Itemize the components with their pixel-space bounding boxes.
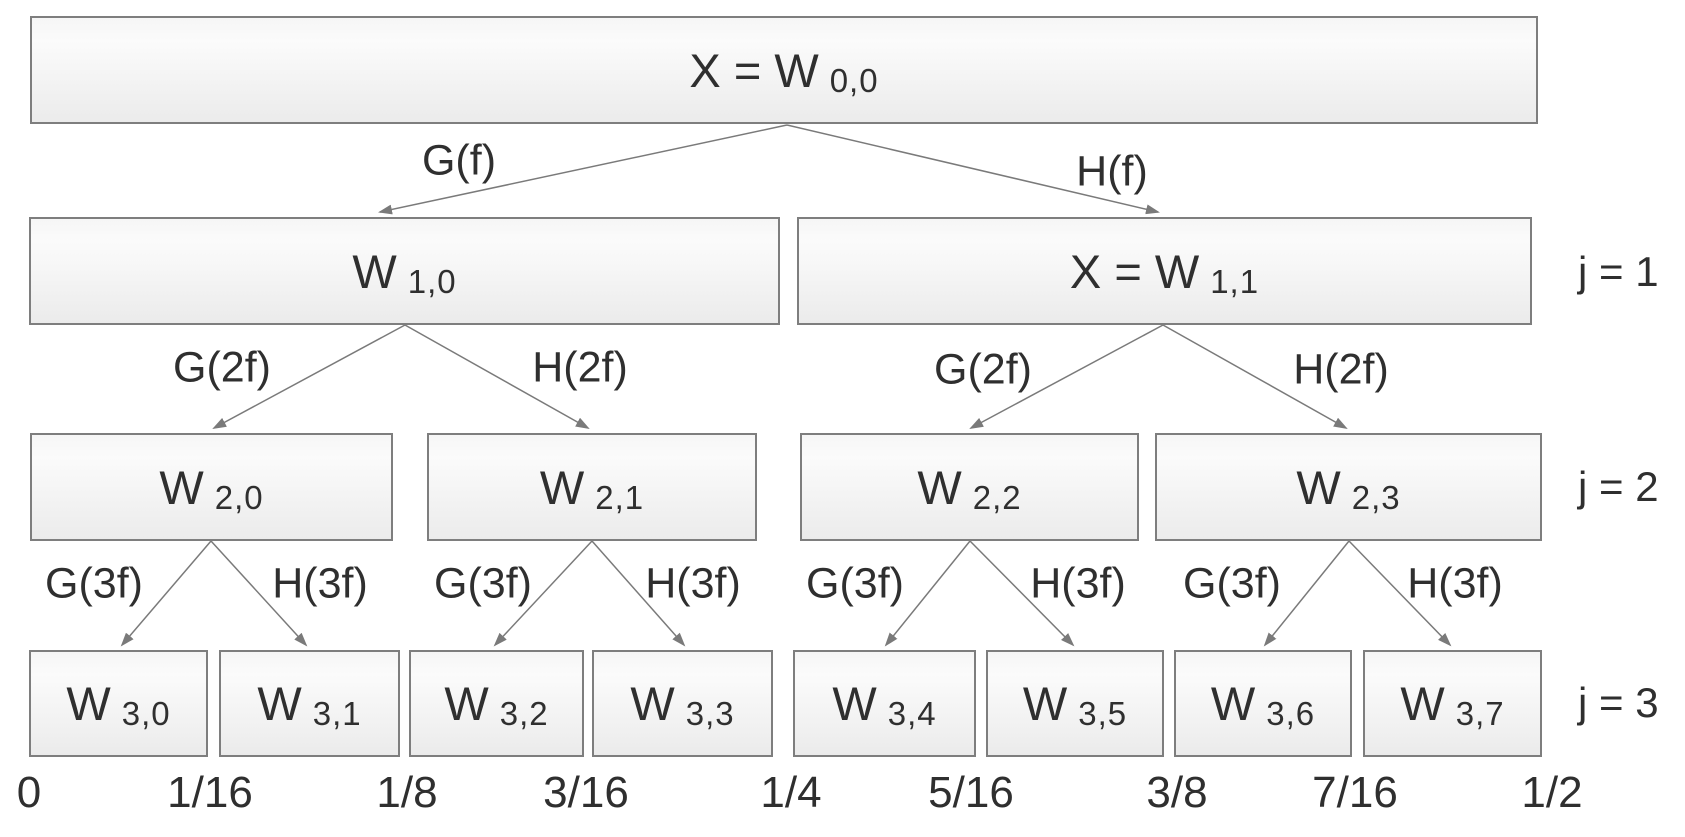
- branch-label-g3f-2: G(3f): [434, 559, 532, 608]
- node-w20-label: W: [159, 460, 204, 514]
- node-x-w11-subscript: 1,1: [1210, 262, 1260, 300]
- branch-label-h3f-1: H(3f): [272, 559, 368, 608]
- axis-label-1-8: 1/8: [376, 768, 438, 817]
- node-x-w11: X = W 1,1: [797, 217, 1532, 325]
- node-w30-label: W: [66, 677, 111, 730]
- arrow-w20-to-w30: [120, 540, 212, 647]
- node-w22: W 2,2: [800, 433, 1139, 541]
- level-label-j2: j = 2: [1578, 463, 1659, 510]
- branch-label-g3f-3: G(3f): [806, 559, 904, 608]
- axis-label-1-16: 1/16: [167, 768, 253, 817]
- node-w20: W 2,0: [30, 433, 393, 541]
- branch-label-g3f-1: G(3f): [45, 559, 143, 608]
- branch-label-g2f-right: G(2f): [934, 345, 1032, 394]
- arrow-root-to-w10: [378, 124, 788, 215]
- node-w35-subscript: 3,5: [1078, 695, 1128, 732]
- arrow-w11-to-w23: [1162, 324, 1348, 429]
- node-w34-subscript: 3,4: [887, 695, 937, 732]
- arrow-root-to-w11: [786, 124, 1160, 215]
- node-w35-label: W: [1022, 677, 1068, 730]
- branch-label-g3f-4: G(3f): [1183, 559, 1281, 608]
- branch-label-h3f-3: H(3f): [1030, 559, 1126, 608]
- node-w10-label: W: [352, 244, 397, 298]
- node-w31-label: W: [257, 677, 302, 730]
- node-w21-subscript: 2,1: [595, 478, 645, 516]
- arrow-w22-to-w35: [969, 540, 1075, 647]
- branch-label-gf: G(f): [421, 136, 497, 185]
- node-w32: W 3,2: [409, 650, 584, 757]
- node-w10: W 1,0: [29, 217, 780, 325]
- node-x-w00-label: X = W: [689, 43, 819, 97]
- arrow-w21-to-w33: [591, 540, 686, 647]
- node-w22-label: W: [917, 460, 962, 514]
- arrow-w20-to-w31: [210, 540, 308, 647]
- node-w21: W 2,1: [427, 433, 757, 541]
- node-w31: W 3,1: [219, 650, 400, 757]
- arrow-w23-to-w37: [1348, 540, 1452, 647]
- level-label-j1: j = 1: [1578, 248, 1659, 295]
- branch-label-h2f-left: H(2f): [532, 343, 628, 392]
- node-w30: W 3,0: [29, 650, 208, 757]
- axis-label-7-16: 7/16: [1312, 768, 1398, 817]
- branch-label-h2f-right: H(2f): [1293, 345, 1389, 394]
- node-w22-subscript: 2,2: [972, 478, 1022, 516]
- node-w37: W 3,7: [1363, 650, 1542, 757]
- node-w34-label: W: [832, 677, 877, 730]
- arrow-w22-to-w34: [884, 540, 971, 647]
- node-w20-subscript: 2,0: [214, 478, 264, 516]
- axis-label-0: 0: [16, 768, 42, 817]
- arrow-w10-to-w20: [212, 324, 406, 429]
- axis-label-1-4: 1/4: [760, 768, 822, 817]
- node-w21-label: W: [539, 460, 585, 514]
- level-label-j3: j = 3: [1578, 679, 1659, 726]
- node-w23-label: W: [1296, 460, 1341, 514]
- node-w31-subscript: 3,1: [312, 695, 362, 732]
- node-w36-label: W: [1210, 677, 1256, 730]
- axis-label-3-8: 3/8: [1146, 768, 1208, 817]
- node-w36: W 3,6: [1174, 650, 1352, 757]
- node-w32-label: W: [444, 677, 489, 730]
- node-w37-label: W: [1400, 677, 1445, 730]
- node-w33-subscript: 3,3: [685, 695, 735, 732]
- axis-label-5-16: 5/16: [928, 768, 1014, 817]
- node-w36-subscript: 3,6: [1266, 695, 1316, 732]
- arrow-w11-to-w22: [969, 324, 1164, 429]
- branch-label-h3f-2: H(3f): [645, 559, 741, 608]
- axis-label-1-2: 1/2: [1521, 768, 1583, 817]
- node-w33: W 3,3: [592, 650, 773, 757]
- node-x-w00-subscript: 0,0: [829, 61, 879, 99]
- node-w23-subscript: 2,3: [1351, 478, 1401, 516]
- node-x-w00: X = W 0,0: [30, 16, 1538, 124]
- axis-label-3-16: 3/16: [543, 768, 629, 817]
- node-w23: W 2,3: [1155, 433, 1542, 541]
- node-w35: W 3,5: [986, 650, 1164, 757]
- node-w37-subscript: 3,7: [1455, 695, 1505, 732]
- branch-label-h3f-4: H(3f): [1407, 559, 1503, 608]
- branch-label-hf: H(f): [1076, 147, 1148, 196]
- node-w30-subscript: 3,0: [121, 695, 171, 732]
- node-w34: W 3,4: [793, 650, 976, 757]
- arrow-w10-to-w21: [404, 324, 590, 429]
- node-w32-subscript: 3,2: [499, 695, 549, 732]
- node-x-w11-label: X = W: [1069, 244, 1200, 298]
- node-w10-subscript: 1,0: [407, 262, 457, 300]
- arrow-w23-to-w36: [1263, 540, 1350, 647]
- node-w33-label: W: [630, 677, 675, 730]
- branch-label-g2f-left: G(2f): [173, 343, 271, 392]
- arrow-w21-to-w32: [493, 540, 593, 647]
